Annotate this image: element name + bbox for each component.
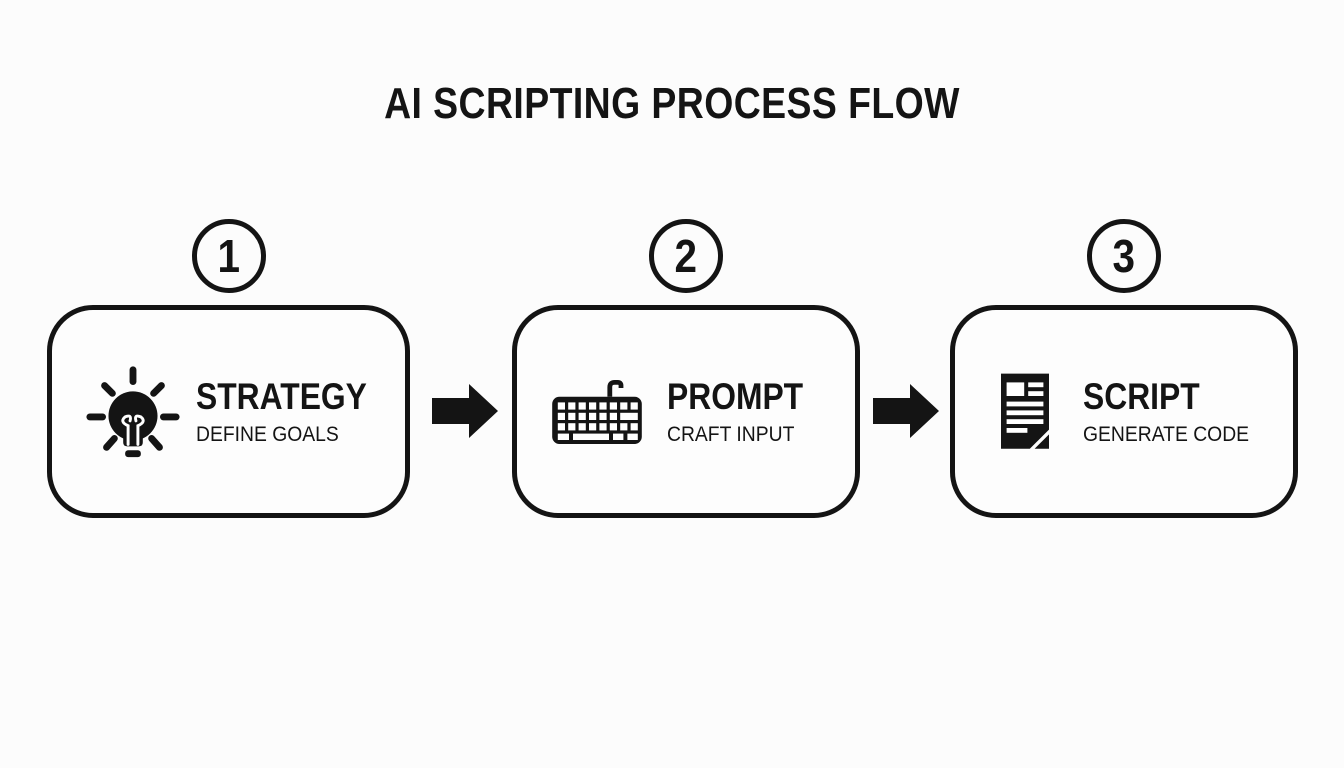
step-3-number-badge: 3 xyxy=(1087,219,1161,293)
step-1-number: 1 xyxy=(217,230,240,282)
step-3-number: 3 xyxy=(1112,230,1136,282)
keyboard-icon xyxy=(549,375,645,449)
lightbulb-icon xyxy=(82,361,184,463)
step-script: 3 SCRIPT xyxy=(950,219,1298,518)
step-2-box: PROMPT CRAFT INPUT xyxy=(512,305,860,518)
step-2-number: 2 xyxy=(674,230,698,282)
step-3-label: SCRIPT xyxy=(1083,376,1200,417)
step-3-labels: SCRIPT GENERATE CODE xyxy=(1083,378,1263,445)
arrow-right-icon xyxy=(873,383,940,444)
step-2-sublabel: CRAFT INPUT xyxy=(667,423,795,446)
step-3-sublabel: GENERATE CODE xyxy=(1083,423,1250,446)
step-1-number-badge: 1 xyxy=(191,219,266,293)
step-strategy: 1 xyxy=(47,219,410,518)
step-prompt: 2 xyxy=(512,219,860,518)
step-2-number-badge: 2 xyxy=(649,219,723,293)
step-1-sublabel: DEFINE GOALS xyxy=(196,423,339,446)
document-icon xyxy=(993,372,1057,452)
arrow-right-icon xyxy=(432,383,499,444)
step-2-labels: PROMPT CRAFT INPUT xyxy=(667,378,825,445)
step-1-label: STRATEGY xyxy=(196,376,367,417)
step-3-box: SCRIPT GENERATE CODE xyxy=(950,305,1298,518)
diagram-title: AI SCRIPTING PROCESS FLOW xyxy=(384,79,960,128)
step-1-labels: STRATEGY DEFINE GOALS xyxy=(196,378,395,445)
step-1-box: STRATEGY DEFINE GOALS xyxy=(47,305,410,518)
step-2-label: PROMPT xyxy=(667,376,804,417)
